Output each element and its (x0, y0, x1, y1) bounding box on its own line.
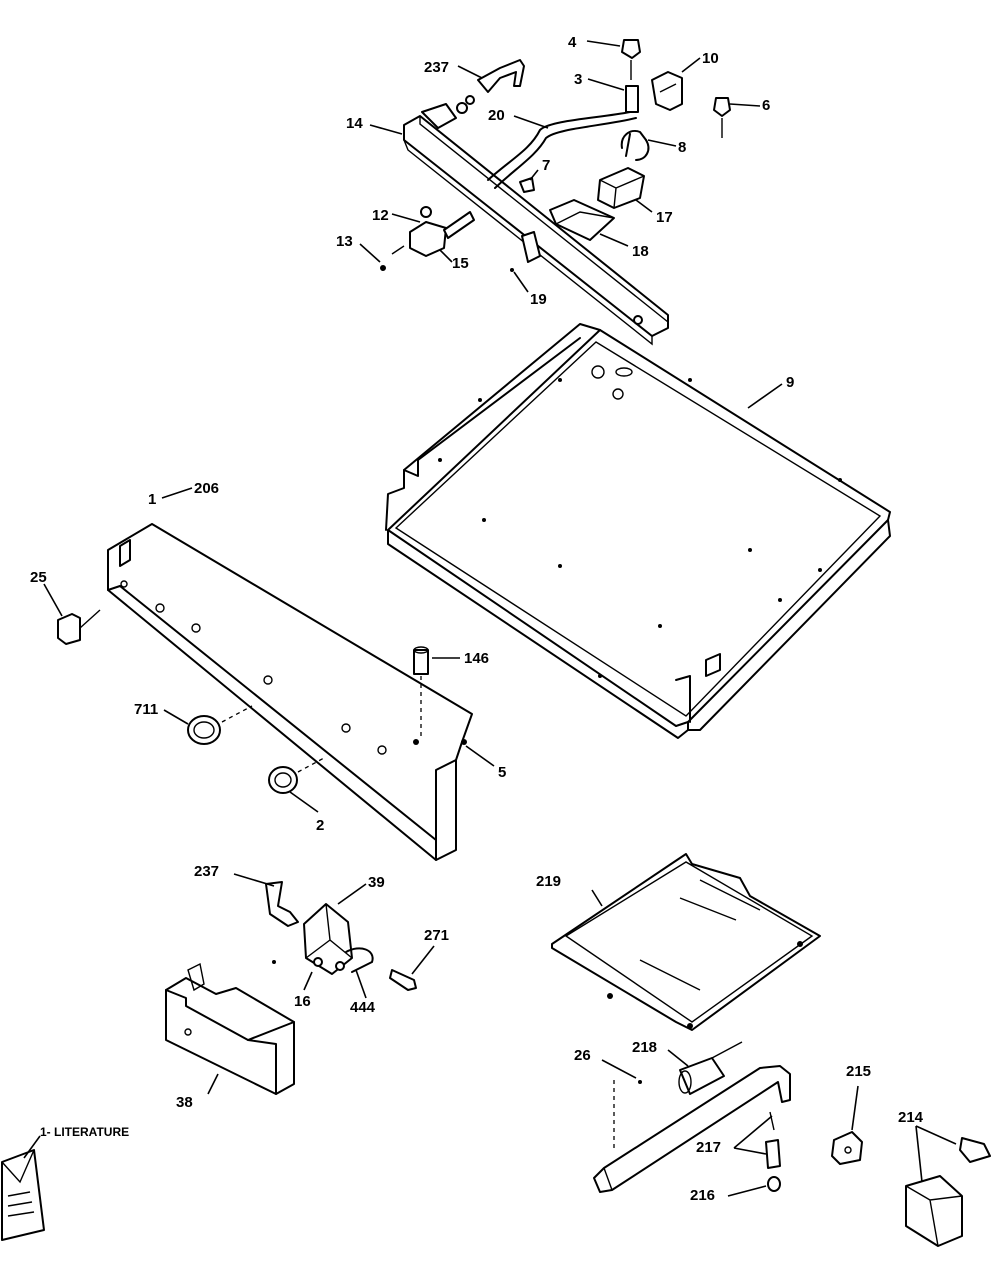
callout-17: 17 (656, 209, 673, 226)
callout-219: 219 (536, 873, 561, 890)
callout-25: 25 (30, 569, 47, 586)
callout-237-bottom: 237 (194, 863, 219, 880)
callout-711: 711 (134, 701, 158, 718)
callout-146: 146 (464, 650, 489, 667)
callout-14: 14 (346, 115, 363, 132)
callout-6: 6 (762, 97, 770, 114)
callout-7: 7 (542, 157, 550, 174)
leader-lines (23, 40, 957, 1197)
callout-10: 10 (702, 50, 719, 67)
callout-215: 215 (846, 1063, 871, 1080)
valve-assembly (165, 881, 417, 1095)
callout-216: 216 (690, 1187, 715, 1204)
callout-5: 5 (498, 764, 506, 781)
callout-8: 8 (678, 139, 686, 156)
callout-13: 13 (336, 233, 353, 250)
manifold-assembly (380, 39, 731, 346)
callout-3: 3 (574, 71, 582, 88)
callout-16-bottom: 16 (294, 993, 311, 1010)
callout-218: 218 (632, 1039, 657, 1056)
callout-214: 214 (898, 1109, 924, 1126)
bottom-burner-assembly (551, 853, 991, 1247)
callout-9: 9 (786, 374, 794, 391)
literature-envelope (1, 1149, 45, 1241)
callout-20: 20 (488, 107, 505, 124)
callout-26: 26 (574, 1047, 591, 1064)
burner-box (385, 323, 891, 739)
callout-38: 38 (176, 1094, 193, 1111)
callout-18: 18 (632, 243, 649, 260)
callout-4: 4 (568, 34, 577, 51)
callout-237-top: 237 (424, 59, 449, 76)
callout-217: 217 (696, 1139, 721, 1156)
callout-39: 39 (368, 874, 385, 891)
callout-444: 444 (350, 999, 376, 1016)
callout-206: 206 (194, 480, 219, 497)
callout-1: 1 (148, 491, 156, 508)
manifold-panel (57, 523, 473, 861)
callout-19: 19 (530, 291, 547, 308)
callout-2: 2 (316, 817, 324, 834)
callout-labels: 4 3 237 10 6 20 14 8 7 17 12 13 18 15 19… (30, 34, 924, 1204)
callout-271: 271 (424, 927, 449, 944)
callout-12: 12 (372, 207, 389, 224)
callout-15: 15 (452, 255, 469, 272)
callout-literature: 1- LITERATURE (40, 1125, 129, 1139)
